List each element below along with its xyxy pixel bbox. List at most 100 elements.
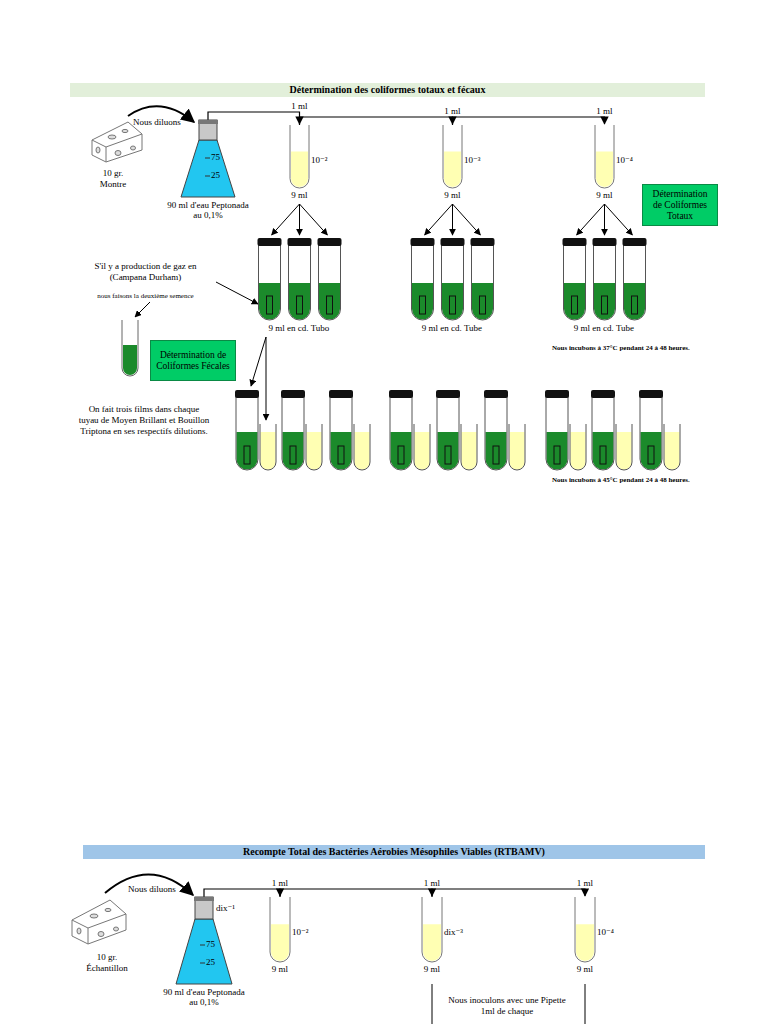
dilution-tube: 10⁻³9 ml	[443, 125, 462, 188]
leader-arrow	[216, 282, 258, 304]
dilution-tube: dix⁻³9 ml	[422, 897, 442, 962]
transfer-arrow	[453, 117, 605, 125]
leader-arrow	[266, 337, 267, 420]
dilution-label: 10⁻²	[292, 927, 308, 937]
volume-label: 1 ml	[576, 878, 594, 888]
erlenmeyer-flask: 752590 ml d'eau Peptonada au 0,1%	[180, 120, 236, 198]
culture-tube	[389, 390, 413, 470]
box-text: Détermination de Coliformes Totaux	[647, 189, 713, 222]
volume-label: 9 ml	[436, 190, 469, 200]
volume-label: 9 ml	[264, 964, 296, 974]
fan-arrow	[604, 204, 605, 235]
culture-tube	[616, 424, 632, 470]
group-label: 9 ml en cd. Tube	[407, 323, 497, 334]
section-title-band: Détermination des coliformes totaux et f…	[70, 83, 705, 97]
flask-label: dix⁻¹	[216, 903, 235, 913]
culture-tube	[441, 238, 465, 320]
culture-tube	[281, 390, 305, 470]
leader-arrow	[135, 302, 150, 317]
culture-tube	[354, 424, 370, 470]
erlenmeyer-flask: dix⁻¹752590 ml d'eau Peptonada au 0,1%	[175, 897, 233, 985]
culture-tube	[258, 238, 282, 320]
transfer-arrow	[432, 889, 585, 897]
dilution-label: 10⁻³	[464, 155, 480, 165]
culture-tube	[414, 424, 430, 470]
group-label: 9 ml en cd. Tubo	[254, 323, 344, 334]
leader-arrow	[251, 337, 266, 386]
step-label: Nous diluons	[133, 117, 181, 128]
dilution-tube: 10⁻⁴9 ml	[575, 897, 595, 962]
culture-tube	[411, 238, 435, 320]
test-tube	[122, 320, 138, 376]
fan-arrow	[577, 204, 605, 235]
sample-label: 10 gr. Échantillon	[76, 952, 138, 974]
flask-label: 75	[211, 152, 220, 162]
tube-outline	[290, 125, 309, 188]
flask-label: 75	[206, 939, 215, 949]
tube-outline	[422, 897, 442, 962]
culture-tube	[593, 238, 617, 320]
dilution-arrow	[105, 874, 193, 895]
culture-tube	[306, 424, 322, 470]
culture-tube	[623, 238, 647, 320]
incubation-note: Nous incubons à 37°C pendant 24 à 48 heu…	[552, 344, 737, 353]
fan-arrow	[272, 204, 300, 235]
culture-tube	[318, 238, 342, 320]
section-title-band: Recompte Total des Bactéries Aérobies Mé…	[83, 845, 705, 859]
transfer-arrow	[300, 117, 453, 125]
culture-tube	[436, 390, 460, 470]
tube-outline	[575, 897, 595, 962]
volume-label: 9 ml	[569, 964, 601, 974]
note-text: On fait trois films dans chaque tuyau de…	[78, 404, 210, 437]
dilution-label: 10⁻²	[311, 155, 327, 165]
fan-arrow	[425, 204, 453, 235]
culture-tube	[461, 424, 477, 470]
culture-tube	[235, 390, 259, 470]
note-text: S'il y a production de gaz en (Campana D…	[78, 261, 213, 283]
flask-label: 90 ml d'eau Peptonada au 0,1%	[163, 200, 253, 220]
dilution-tube: 10⁻²9 ml	[290, 125, 309, 188]
volume-label: 1 ml	[595, 106, 613, 116]
dilution-label: 10⁻⁴	[616, 155, 633, 165]
culture-tube	[509, 424, 525, 470]
cheese-icon	[72, 900, 126, 944]
flask-label: 25	[206, 957, 215, 967]
volume-label: 9 ml	[283, 190, 316, 200]
dilution-label: dix⁻³	[444, 927, 463, 937]
dilution-label: 10⁻⁴	[597, 927, 614, 937]
transfer-arrow	[204, 889, 280, 897]
box-text: Recompte Total des Bactéries Aérobies Mé…	[87, 846, 701, 858]
culture-tube	[471, 238, 495, 320]
dilution-tube: 10⁻²9 ml	[270, 897, 290, 962]
culture-tube	[570, 424, 586, 470]
sample-label: 10 gr. Montre	[90, 168, 136, 190]
box-text: Détermination de Coliformes Fécales	[155, 350, 231, 372]
culture-tube	[484, 390, 508, 470]
flask-label: 25	[211, 170, 220, 180]
transfer-arrow	[208, 112, 300, 124]
step-label: Nous diluons	[128, 884, 176, 895]
volume-label: 9 ml	[416, 964, 448, 974]
method-box: Détermination de Coliformes Fécales	[150, 340, 236, 381]
volume-label: 9 ml	[588, 190, 621, 200]
leader-line	[432, 984, 433, 1024]
flask-outline	[180, 120, 236, 198]
fan-arrow	[300, 204, 328, 235]
volume-label: 1 ml	[290, 101, 308, 111]
culture-tube	[288, 238, 312, 320]
note-text: nous faisons la deuxième semence	[78, 292, 213, 301]
group-label: 9 ml en cd. Tube	[559, 323, 649, 334]
flask-label: 90 ml d'eau Peptonada au 0,1%	[159, 987, 249, 1007]
culture-tube	[545, 390, 569, 470]
culture-tube	[563, 238, 587, 320]
method-box: Détermination de Coliformes Totaux	[642, 184, 718, 226]
note-text: Nous inoculons avec une Pipette 1ml de c…	[446, 995, 568, 1017]
culture-tube	[591, 390, 615, 470]
leader-line	[585, 984, 586, 1024]
dilution-tube: 10⁻⁴9 ml	[595, 125, 614, 188]
fan-arrow	[452, 204, 453, 235]
